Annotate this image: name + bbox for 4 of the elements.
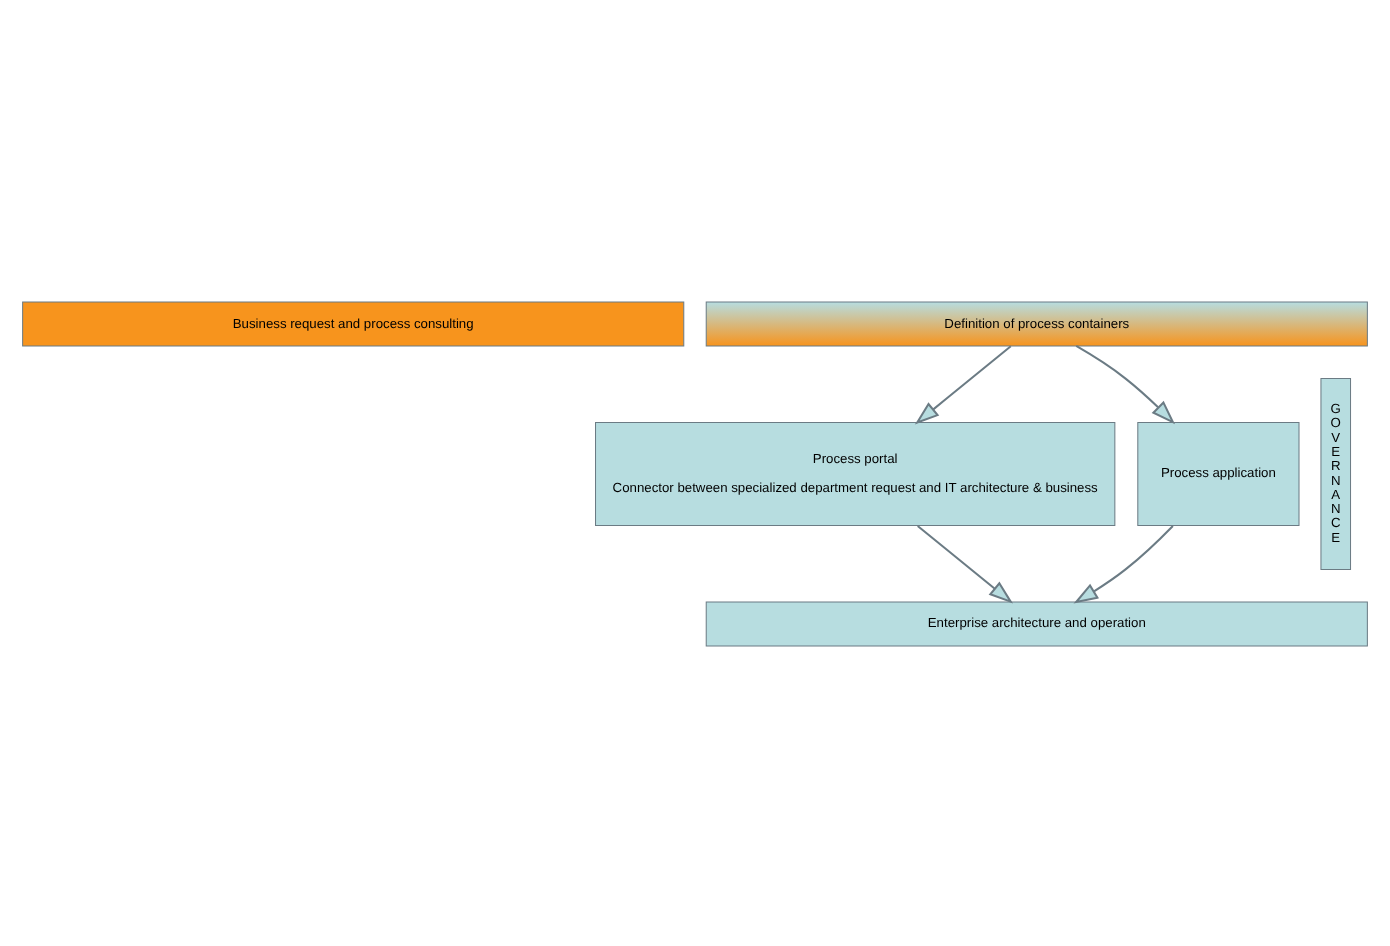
arrow	[914, 344, 1012, 424]
arrow	[1075, 344, 1176, 424]
arrow	[917, 524, 1014, 603]
arrow	[1073, 524, 1174, 603]
